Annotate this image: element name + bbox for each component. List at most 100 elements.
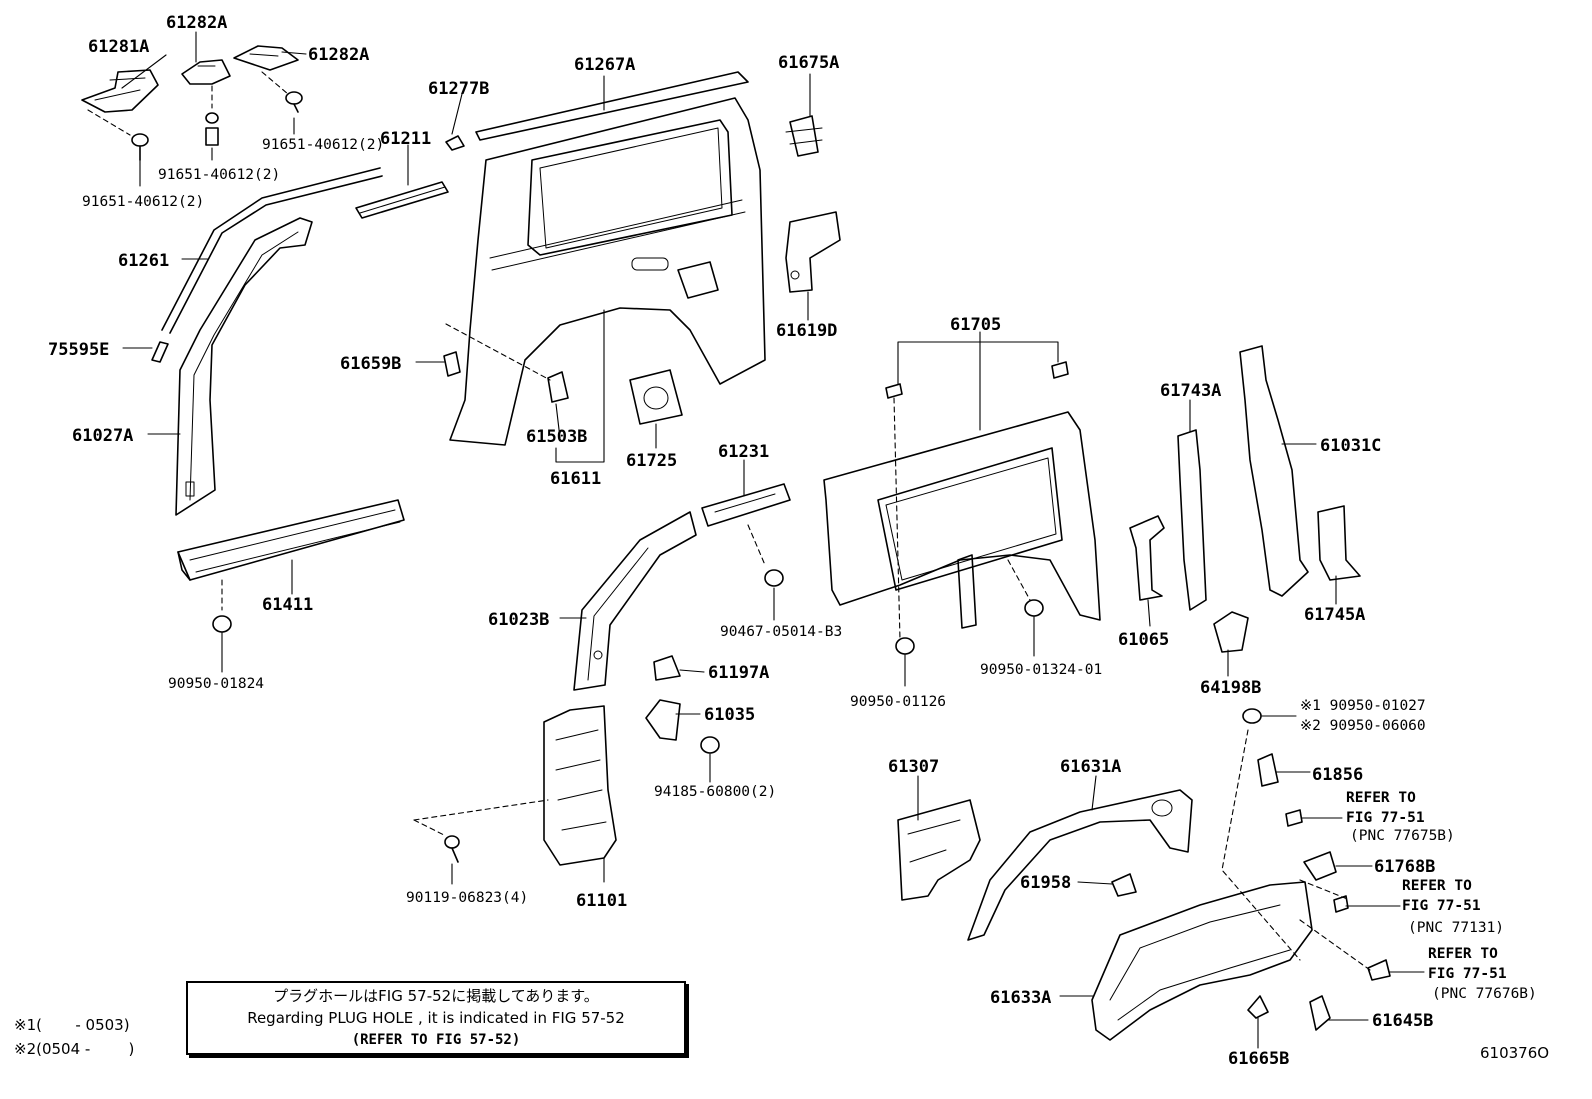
label-61281A[interactable]: 61281A: [88, 37, 149, 57]
refer-77131-line1[interactable]: REFER TO: [1402, 878, 1472, 894]
part-61645B-bracket[interactable]: [1309, 995, 1331, 1031]
clip-90950-01324[interactable]: [1024, 599, 1044, 617]
label-64198B[interactable]: 64198B: [1200, 678, 1261, 698]
label-61743A[interactable]: 61743A: [1160, 381, 1221, 401]
part-61631A-wheel-arch[interactable]: [967, 789, 1193, 941]
part-61745A-bracket[interactable]: [1317, 505, 1361, 581]
part-61856-bracket[interactable]: [1257, 753, 1279, 787]
part-61307-bracket[interactable]: [897, 799, 981, 901]
nut-94185[interactable]: [700, 736, 720, 754]
label-61611[interactable]: 61611: [550, 469, 601, 489]
label-61675A[interactable]: 61675A: [778, 53, 839, 73]
label-61065[interactable]: 61065: [1118, 630, 1169, 650]
bolt-91651-b[interactable]: [205, 85, 219, 146]
refer-clip-77675B[interactable]: [1285, 809, 1303, 827]
part-61267A-roof-strip[interactable]: [475, 71, 749, 141]
part-61261-weatherstrip[interactable]: [161, 167, 383, 334]
label-61619D[interactable]: 61619D: [776, 321, 837, 341]
label-61101[interactable]: 61101: [576, 891, 627, 911]
part-61503B-cap[interactable]: [445, 323, 569, 403]
note-refer-link[interactable]: (REFER TO FIG 57-52): [351, 1032, 521, 1048]
part-61035-bracket[interactable]: [645, 699, 681, 741]
part-61705-inner-panel[interactable]: [823, 361, 1101, 641]
label-61645B[interactable]: 61645B: [1372, 1011, 1433, 1031]
label-90950-01126[interactable]: 90950-01126: [850, 694, 946, 710]
label-61231[interactable]: 61231: [718, 442, 769, 462]
label-61307[interactable]: 61307: [888, 757, 939, 777]
part-61675A-bracket[interactable]: [785, 115, 823, 157]
part-61197A-cap[interactable]: [653, 655, 681, 681]
bolt-91651-c[interactable]: [261, 71, 303, 113]
label-61705[interactable]: 61705: [950, 315, 1001, 335]
label-61197A[interactable]: 61197A: [708, 663, 769, 683]
label-61023B[interactable]: 61023B: [488, 610, 549, 630]
label-61725[interactable]: 61725: [626, 451, 677, 471]
label-94185[interactable]: 94185-60800(2): [654, 784, 776, 800]
label-75595E[interactable]: 75595E: [48, 340, 109, 360]
label-61958[interactable]: 61958: [1020, 873, 1071, 893]
label-61768B[interactable]: 61768B: [1374, 857, 1435, 877]
part-64198B-bracket[interactable]: [1213, 611, 1249, 653]
part-61665B-plug[interactable]: [1247, 995, 1269, 1019]
refer-77675B-line2[interactable]: FIG 77-51: [1346, 810, 1425, 826]
part-61211-moulding[interactable]: [355, 181, 449, 219]
part-61281A-bracket[interactable]: [81, 69, 159, 113]
part-61282A-bracket-right[interactable]: [233, 45, 299, 71]
clip-90950-01126[interactable]: [895, 637, 915, 655]
label-61261[interactable]: 61261: [118, 251, 169, 271]
label-90950-01027[interactable]: ※1 90950-01027: [1300, 698, 1426, 714]
label-61267A[interactable]: 61267A: [574, 55, 635, 75]
part-61231-rail[interactable]: [701, 483, 791, 527]
refer-clip-77131[interactable]: [1333, 895, 1349, 913]
part-61101-inner-panel[interactable]: [543, 705, 617, 866]
part-61065-bracket[interactable]: [1129, 515, 1165, 601]
part-61768B-bracket[interactable]: [1303, 851, 1337, 881]
part-61743A-pillar[interactable]: [1177, 429, 1207, 611]
clip-90467[interactable]: [747, 524, 784, 587]
clip-90950-01027[interactable]: [1242, 708, 1262, 724]
part-61659B-clip[interactable]: [443, 351, 461, 377]
label-91651-a[interactable]: 91651-40612(2): [82, 194, 204, 210]
clip-90950-01824[interactable]: [212, 579, 232, 633]
label-61035[interactable]: 61035: [704, 705, 755, 725]
label-90950-01324[interactable]: 90950-01324-01: [980, 662, 1102, 678]
label-61631A[interactable]: 61631A: [1060, 757, 1121, 777]
part-61027A-pillar[interactable]: [175, 217, 313, 516]
label-61282A-a[interactable]: 61282A: [166, 13, 227, 33]
refer-clip-77676B[interactable]: [1367, 959, 1391, 981]
part-75595E-clip[interactable]: [151, 341, 169, 363]
part-61633A-wheelhouse[interactable]: [1091, 729, 1371, 1041]
label-61211[interactable]: 61211: [380, 129, 431, 149]
label-61503B[interactable]: 61503B: [526, 427, 587, 447]
bolt-90119[interactable]: [413, 799, 549, 863]
refer-77676B-line2[interactable]: FIG 77-51: [1428, 966, 1507, 982]
label-61665B[interactable]: 61665B: [1228, 1049, 1289, 1069]
label-90119[interactable]: 90119-06823(4): [406, 890, 528, 906]
label-61856[interactable]: 61856: [1312, 765, 1363, 785]
label-61745A[interactable]: 61745A: [1304, 605, 1365, 625]
label-90950-01824[interactable]: 90950-01824: [168, 676, 264, 692]
label-90950-06060[interactable]: ※2 90950-06060: [1300, 718, 1426, 734]
label-61282A-b[interactable]: 61282A: [308, 45, 369, 65]
label-90467[interactable]: 90467-05014-B3: [720, 624, 842, 640]
part-61411-rocker-sill[interactable]: [177, 499, 405, 581]
part-61282A-bracket-left[interactable]: [181, 59, 231, 85]
label-61659B[interactable]: 61659B: [340, 354, 401, 374]
part-61023B-pillar[interactable]: [573, 511, 697, 691]
label-61277B[interactable]: 61277B: [428, 79, 489, 99]
refer-77676B-line1[interactable]: REFER TO: [1428, 946, 1498, 962]
refer-77675B-line1[interactable]: REFER TO: [1346, 790, 1416, 806]
label-61027A[interactable]: 61027A: [72, 426, 133, 446]
part-61611-quarter-panel[interactable]: [449, 97, 766, 446]
label-91651-b[interactable]: 91651-40612(2): [158, 167, 280, 183]
bolt-91651-a[interactable]: [87, 109, 149, 161]
label-91651-c[interactable]: 91651-40612(2): [262, 137, 384, 153]
part-61619D-extension[interactable]: [785, 211, 841, 293]
label-61411[interactable]: 61411: [262, 595, 313, 615]
part-61031C-pillar[interactable]: [1239, 345, 1309, 597]
part-61277B-clip[interactable]: [445, 135, 465, 151]
part-61958-bracket[interactable]: [1111, 873, 1137, 897]
refer-77131-line2[interactable]: FIG 77-51: [1402, 898, 1481, 914]
part-61725-fuel-housing[interactable]: [629, 369, 683, 425]
label-61031C[interactable]: 61031C: [1320, 436, 1381, 456]
